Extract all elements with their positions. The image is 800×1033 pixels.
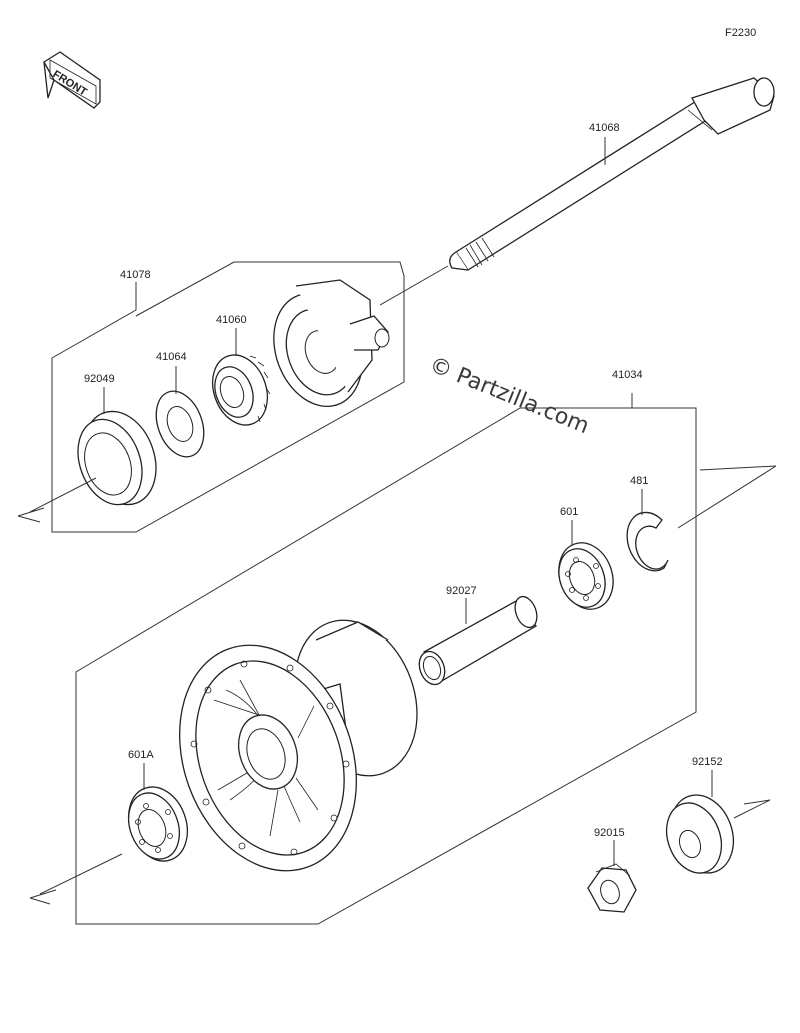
axle-nut-92015[interactable] — [587, 863, 637, 913]
drive-gear-41060[interactable] — [203, 347, 276, 432]
group-outline-41078 — [51, 261, 405, 533]
washer-41064[interactable] — [148, 385, 213, 464]
watermark: © Partzilla.com — [426, 352, 593, 439]
front-arrow-badge: FRONT — [43, 51, 101, 109]
label-481: 481 — [630, 475, 648, 487]
label-92027: 92027 — [446, 585, 477, 597]
label-41064: 41064 — [156, 351, 187, 363]
label-41034: 41034 — [612, 369, 643, 381]
gear-housing[interactable] — [259, 279, 390, 419]
collar-92152[interactable] — [657, 786, 744, 882]
bearing-601A[interactable] — [119, 779, 198, 870]
axle-41068[interactable] — [449, 77, 775, 271]
bearing-601[interactable] — [550, 535, 622, 617]
label-41060: 41060 — [216, 314, 247, 326]
spacer-tube-92027[interactable] — [415, 594, 541, 689]
label-41078: 41078 — [120, 269, 151, 281]
label-41068: 41068 — [589, 122, 620, 134]
figure-code: F2230 — [725, 27, 756, 39]
group-outline-41034 — [75, 393, 697, 925]
label-92152: 92152 — [692, 756, 723, 768]
label-92015: 92015 — [594, 827, 625, 839]
label-92049: 92049 — [84, 373, 115, 385]
oil-seal-92049[interactable] — [67, 401, 169, 514]
circlip-481[interactable] — [626, 511, 669, 572]
label-601: 601 — [560, 506, 578, 518]
wheel-hub[interactable] — [149, 603, 437, 896]
label-601A: 601A — [128, 749, 154, 761]
